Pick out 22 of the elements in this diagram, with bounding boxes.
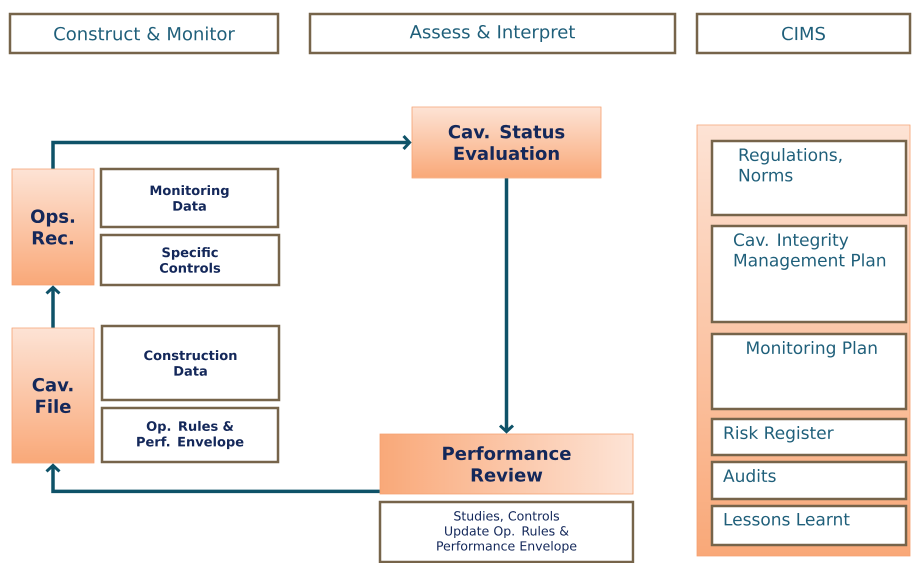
data-box: Specific Controls	[100, 234, 280, 286]
process-box: Ops. Rec.	[12, 168, 94, 286]
data-box: Op. Rules & Perf. Envelope	[100, 406, 280, 464]
item-box: Lessons Learnt	[710, 504, 908, 546]
item-box: Regulations, Norms	[710, 140, 908, 216]
header-box: Construct & Monitor	[8, 12, 280, 54]
process-box: Cav. Status Evaluation	[412, 106, 602, 178]
header-box: Assess & Interpret	[308, 12, 676, 54]
item-box: Risk Register	[710, 418, 908, 456]
arrow	[498, 178, 514, 434]
item-box: Audits	[710, 460, 908, 500]
arrow	[45, 285, 61, 328]
arrow	[51, 134, 412, 169]
process-box: Cav. File	[12, 328, 94, 464]
note-box: Studies, Controls Update Op. Rules & Performance Envelope	[378, 500, 634, 563]
data-box: Construction Data	[100, 324, 280, 402]
arrow	[45, 463, 380, 494]
data-box: Monitoring Data	[100, 168, 280, 228]
item-box: Monitoring Plan	[710, 332, 908, 410]
header-box: CIMS	[696, 12, 912, 54]
item-box: Cav. Integrity Management Plan	[710, 224, 908, 324]
process-box: Performance Review	[380, 434, 634, 494]
